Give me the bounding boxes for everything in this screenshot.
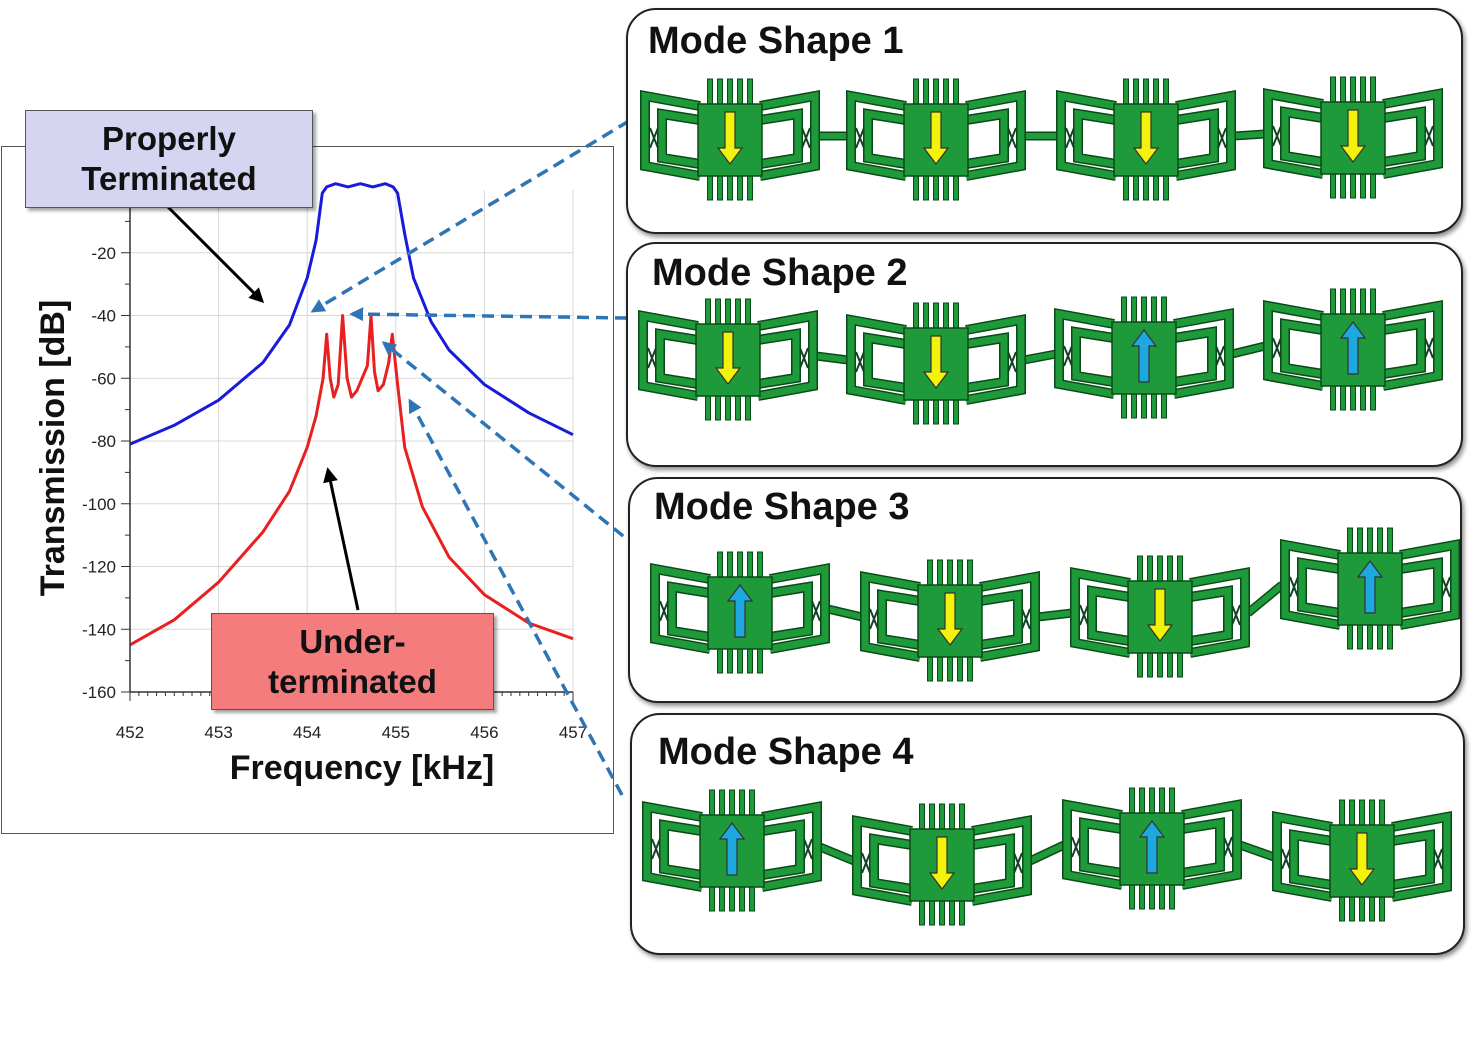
- y-tick-label: -100: [82, 495, 116, 514]
- resonator-chain: [642, 787, 1452, 926]
- mode-shape-title: Mode Shape 3: [654, 486, 910, 528]
- resonator: [1062, 787, 1242, 910]
- arrow-down-icon: [1146, 588, 1174, 642]
- resonator: [846, 78, 1026, 201]
- coupling-beam: [818, 844, 856, 864]
- x-tick-label: 456: [470, 723, 498, 742]
- arrow-down-icon: [1132, 111, 1160, 165]
- mode-shape-panel-1: Mode Shape 1: [626, 8, 1463, 234]
- arrow-up-icon: [1130, 329, 1158, 383]
- x-tick-label: 453: [204, 723, 232, 742]
- coupling-beam: [815, 353, 849, 363]
- properly-terminated-label: Properly Terminated: [25, 110, 313, 208]
- tick-labels: -20 -40 -60 -80 -100 -120 -140 -160 452 453 454 455…: [82, 244, 587, 742]
- x-tick-label: 457: [559, 723, 587, 742]
- resonator: [846, 302, 1026, 425]
- mode-shape-title: Mode Shape 4: [658, 731, 914, 773]
- resonator: [650, 551, 830, 674]
- under-terminated-label: Under- terminated: [211, 613, 494, 710]
- series-line-2: [129, 314, 574, 647]
- y-tick-label: -20: [91, 244, 116, 263]
- coupling-beam: [1023, 351, 1057, 363]
- transmission-plot: -20 -40 -60 -80 -100 -120 -140 -160 452 453 454 455…: [34, 182, 587, 787]
- x-tick-label: 454: [293, 723, 321, 742]
- resonator: [1263, 288, 1443, 411]
- mode-shape-title: Mode Shape 1: [648, 20, 904, 62]
- x-tick-label: 452: [116, 723, 144, 742]
- arrow-down-icon: [928, 836, 956, 890]
- mode-shape-panel-4: Mode Shape 4: [630, 713, 1465, 955]
- resonator-chain: [638, 288, 1443, 425]
- y-tick-label: -80: [91, 432, 116, 451]
- arrow-down-icon: [1348, 832, 1376, 886]
- arrow-down-icon: [714, 331, 742, 385]
- resonator: [642, 789, 822, 912]
- resonator: [1280, 527, 1460, 650]
- arrow-up-icon: [718, 822, 746, 876]
- mode-link-4: [408, 398, 624, 796]
- coupling-beam: [1037, 610, 1073, 620]
- y-tick-label: -120: [82, 558, 116, 577]
- resonator: [1263, 76, 1443, 199]
- resonator: [1272, 799, 1452, 922]
- arrow-up-icon: [726, 584, 754, 638]
- resonator: [1070, 555, 1250, 678]
- x-tick-label: 455: [382, 723, 410, 742]
- y-tick-label: -160: [82, 683, 116, 702]
- resonator-chain: [640, 76, 1443, 201]
- mode-shape-panel-3: Mode Shape 3: [628, 477, 1462, 703]
- arrow-down-icon: [922, 335, 950, 389]
- pointer-to-red-curve: [323, 467, 360, 611]
- resonator: [638, 298, 818, 421]
- resonator-chain: [650, 527, 1460, 682]
- mode-link-2: [349, 307, 628, 322]
- arrow-up-icon: [1138, 820, 1166, 874]
- resonator: [1054, 296, 1234, 419]
- coupling-beam: [1246, 582, 1284, 616]
- y-tick-label: -60: [91, 369, 116, 388]
- y-axis-title: Transmission [dB]: [34, 300, 72, 597]
- coupling-beam: [1028, 842, 1066, 864]
- mode-link-1: [310, 119, 630, 313]
- mode-shape-title: Mode Shape 2: [652, 252, 908, 294]
- mode-shape-panel-2: Mode Shape 2: [626, 242, 1463, 467]
- arrow-down-icon: [1339, 109, 1367, 163]
- coupling-beam: [1239, 842, 1275, 860]
- arrow-up-icon: [1356, 560, 1384, 614]
- y-tick-label: -40: [91, 307, 116, 326]
- annotation-arrows: [166, 119, 640, 796]
- coupling-beam: [827, 606, 863, 620]
- resonator: [640, 78, 820, 201]
- coupling-beam: [1233, 131, 1266, 139]
- x-axis-title: Frequency [kHz]: [230, 749, 495, 787]
- mode-link-3: [381, 341, 640, 550]
- resonator: [860, 559, 1040, 682]
- y-tick-label: -140: [82, 620, 116, 639]
- plot-series: [129, 182, 574, 647]
- arrow-up-icon: [1339, 321, 1367, 375]
- series-line-1: [129, 182, 574, 446]
- arrow-down-icon: [716, 111, 744, 165]
- arrow-down-icon: [936, 592, 964, 646]
- pointer-to-blue-curve: [166, 205, 265, 304]
- resonator: [1056, 78, 1236, 201]
- arrow-down-icon: [922, 111, 950, 165]
- resonator: [852, 803, 1032, 926]
- coupling-beam: [1231, 343, 1266, 357]
